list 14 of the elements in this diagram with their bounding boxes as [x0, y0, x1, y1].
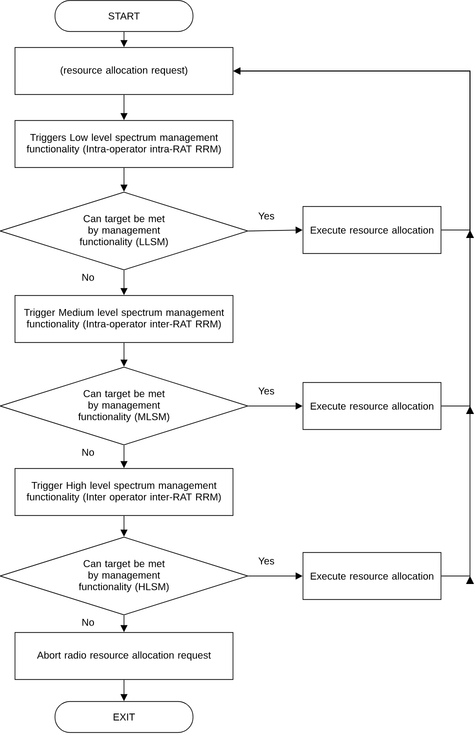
edge-label: Yes — [257, 556, 276, 566]
edge-label: No — [80, 448, 96, 457]
process-box: Trigger Medium level spectrum management functionality (Intra-operator inter-RAT RRM) — [14, 295, 234, 343]
process-box: Abort radio resource allocation request — [14, 632, 234, 680]
edge-label: No — [80, 272, 96, 282]
process-box: Execute resource allocation — [302, 382, 442, 430]
process-box: (resource allocation request) — [14, 47, 234, 95]
process-box: Trigger High level spectrum management functionality (Inter operator inter-RAT RRM) — [14, 468, 234, 516]
process-box: Execute resource allocation — [302, 552, 442, 600]
process-box: Triggers Low level spectrum management functionality (Intra-operator intra-RAT RRM) — [14, 120, 234, 168]
edge-label: No — [80, 618, 96, 627]
process-box: Execute resource allocation — [302, 206, 442, 254]
edge-label: Yes — [257, 212, 276, 220]
edge-label: Yes — [257, 386, 276, 396]
